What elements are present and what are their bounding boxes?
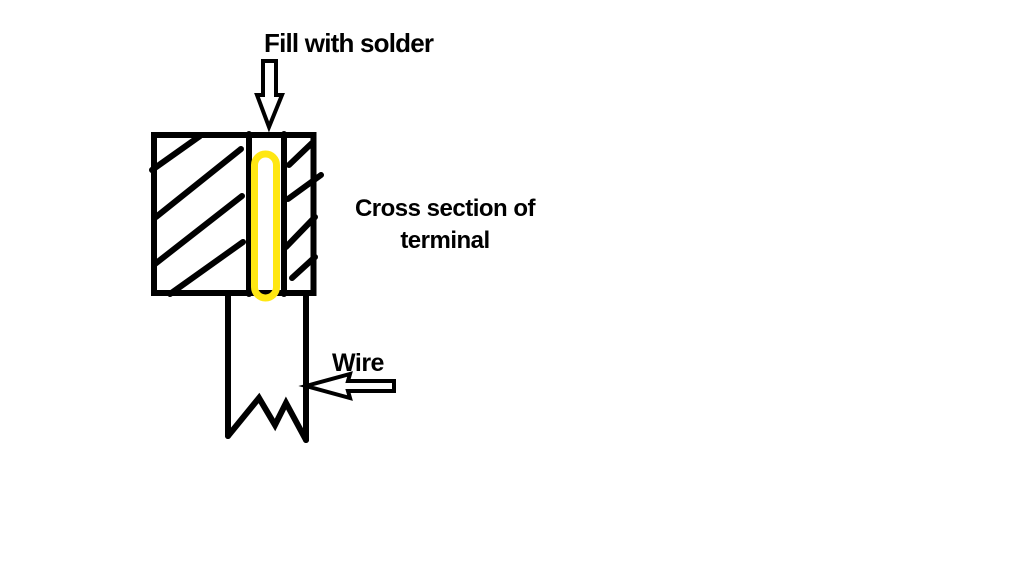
wire-break-zigzag bbox=[225, 392, 309, 443]
terminal-hatching-right bbox=[283, 140, 324, 281]
hatch-line bbox=[286, 140, 315, 168]
wire-pointer-arrow bbox=[298, 371, 396, 401]
hatch-line bbox=[167, 239, 246, 297]
fill-direction-arrow bbox=[254, 59, 285, 133]
cross-section-label-line1: Cross section of bbox=[354, 195, 536, 222]
terminal-body bbox=[149, 131, 324, 297]
hatch-line bbox=[285, 172, 324, 202]
cross-section-label-line2: terminal bbox=[400, 227, 490, 254]
terminal-hatching-left bbox=[149, 133, 246, 297]
fill-with-solder-label: Fill with solder bbox=[264, 28, 434, 58]
terminal-body-outline bbox=[151, 132, 317, 296]
hatch-line bbox=[283, 214, 318, 250]
wire-label: Wire bbox=[332, 349, 384, 377]
solder-fill-outline bbox=[251, 150, 280, 302]
hatch-line bbox=[289, 254, 318, 281]
cross-section-label: Cross section of terminal bbox=[335, 193, 555, 257]
wire bbox=[225, 292, 309, 443]
hatch-line bbox=[152, 193, 245, 267]
hatch-line bbox=[149, 133, 203, 173]
hatch-line bbox=[153, 146, 244, 220]
